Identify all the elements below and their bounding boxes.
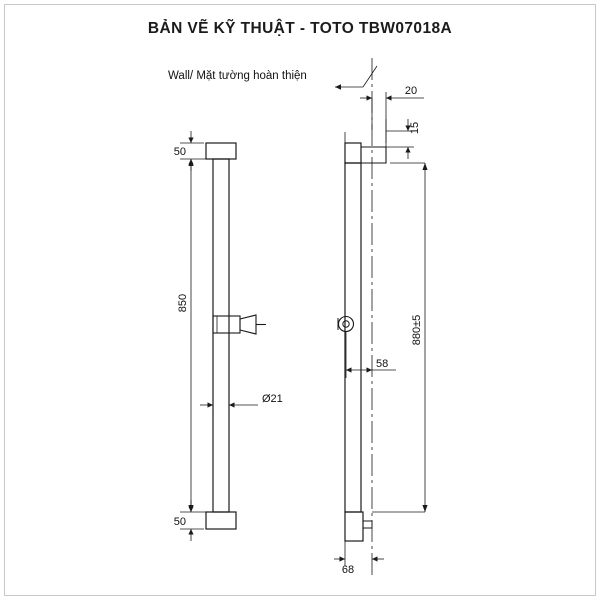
dim-left-diameter-21: [200, 333, 258, 412]
dim-label-left-bottom-50: 50: [174, 516, 186, 528]
dim-right-58: [345, 332, 396, 378]
dim-label-left-top-50: 50: [174, 146, 186, 158]
dim-right-15: [386, 119, 414, 159]
dim-label-right-68: 68: [342, 564, 354, 576]
dim-label-right-20: 20: [405, 85, 417, 97]
right-slider-knob: [337, 315, 355, 333]
dim-right-20: [344, 92, 424, 143]
wall-leader: [335, 65, 378, 90]
dim-label-left-diameter: Ø21: [262, 393, 283, 405]
dim-label-right-880: 880±5: [411, 315, 423, 346]
left-bar-top-cap: [205, 142, 237, 160]
left-slider-holder: [212, 314, 266, 335]
dim-right-68: [334, 541, 384, 566]
left-bar-body: [212, 158, 230, 513]
page-title: BẢN VẼ KỸ THUẬT - TOTO TBW07018A: [147, 20, 453, 37]
dim-label-right-58: 58: [376, 358, 388, 370]
right-bar-body: [344, 162, 362, 513]
dim-label-left-850: 850: [177, 294, 189, 312]
left-bar-bottom-cap: [205, 511, 237, 530]
right-bottom-nub: [362, 520, 373, 529]
wall-note-label: Wall/ Mặt tường hoàn thiện: [168, 70, 307, 82]
right-bracket-top: [344, 142, 362, 164]
right-bracket-bottom: [344, 511, 364, 542]
dim-label-right-15: 15: [409, 122, 421, 134]
right-top-arm: [361, 146, 387, 164]
dim-left-bottom-50: [180, 500, 211, 541]
dim-left-850: [188, 159, 194, 512]
dim-right-880: [372, 162, 428, 513]
